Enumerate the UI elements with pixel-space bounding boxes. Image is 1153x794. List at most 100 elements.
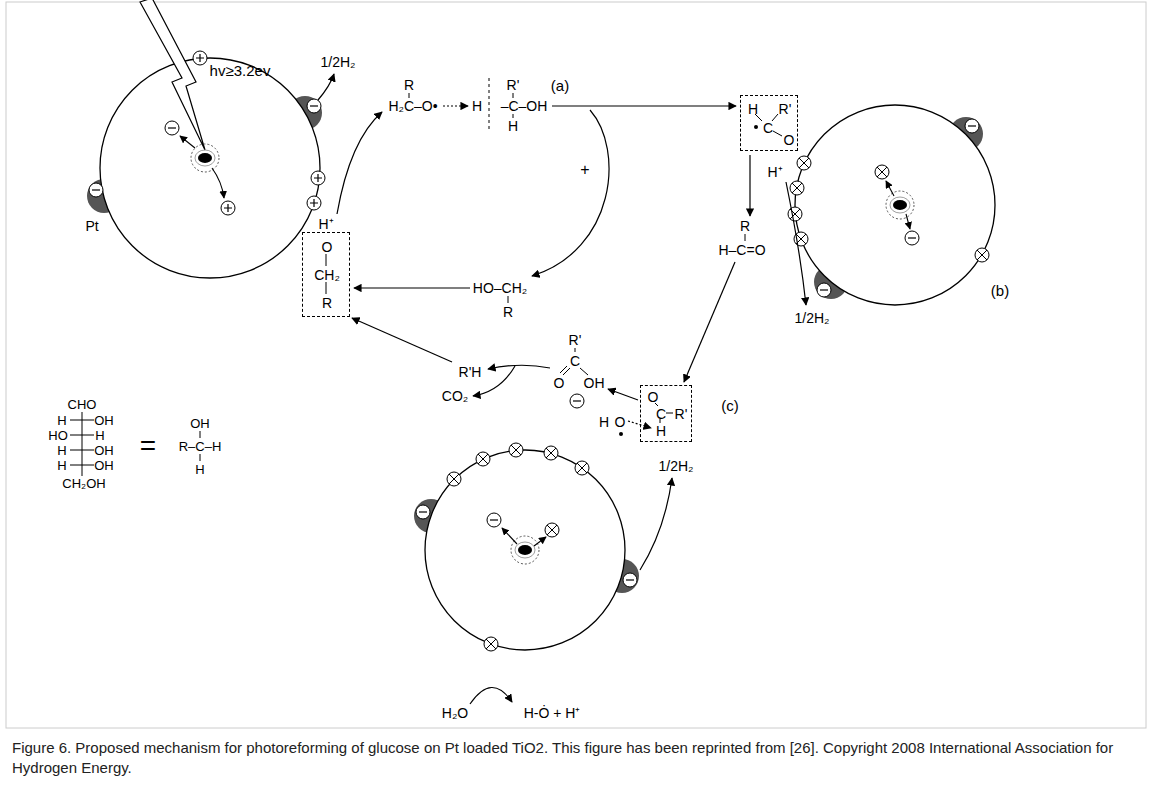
- hole-symbol: [447, 472, 461, 486]
- diagram-label: H₂O: [442, 706, 468, 720]
- diagram-label: H: [57, 414, 66, 427]
- diagram-label: C: [570, 354, 580, 368]
- diagram-label: R': [569, 333, 582, 347]
- reaction-arrow: [552, 105, 736, 106]
- diagram-label: 1/2H₂: [794, 311, 829, 325]
- dashed-reaction-site: H R' CO: [740, 95, 798, 151]
- diagram-label: OH: [584, 376, 605, 390]
- bond-line: [70, 93, 782, 476]
- hole-symbol: [311, 171, 325, 185]
- diagram-label: H-Ȯ + H⁺: [524, 706, 581, 720]
- bond-line: [70, 412, 94, 476]
- electron-hole-pair: [511, 536, 539, 564]
- diagram-label: HO–CH₂: [473, 281, 527, 295]
- diagram-label: hv≥3.2ev: [210, 63, 271, 78]
- diagram-label: R: [503, 305, 513, 319]
- formula-text: R': [779, 102, 792, 116]
- reaction-arrow: [318, 74, 806, 704]
- diagram-label: H: [195, 463, 204, 476]
- diagram-label: H: [57, 444, 66, 457]
- reaction-arrow: [354, 287, 470, 288]
- diagram-label: H: [508, 119, 518, 133]
- reaction-arrow: [786, 182, 806, 305]
- light-bolt: [140, 0, 205, 150]
- diagram-label: CHO: [68, 398, 97, 411]
- reaction-arrow: [749, 155, 750, 216]
- electron-symbol: [89, 183, 103, 197]
- hole-symbol: [545, 523, 559, 537]
- diagram-label: HO: [48, 429, 68, 442]
- hole-symbol: [476, 452, 490, 466]
- diagram-label: H: [599, 415, 609, 429]
- diagram-label: (c): [721, 398, 739, 413]
- diagram-label: H: [95, 429, 104, 442]
- formula-text: O: [784, 133, 795, 147]
- reaction-arrow: [443, 105, 468, 106]
- hole-symbol: [575, 461, 589, 475]
- electron-symbol: [307, 99, 321, 113]
- dashed-reaction-site: OCR'H: [640, 385, 692, 442]
- diagram-label: CO₂: [442, 389, 468, 403]
- hole-symbol: [193, 51, 207, 65]
- diagram-label: O: [554, 376, 565, 390]
- diagram-label: 1/2H₂: [658, 459, 693, 473]
- dashed-reaction-site: OCH₂R: [302, 232, 350, 317]
- diagram-label: R: [740, 219, 750, 233]
- reaction-arrow: [532, 110, 609, 276]
- hole-symbol: [790, 181, 804, 195]
- diagram-label: (b): [991, 283, 1009, 298]
- bond-line: [560, 348, 588, 375]
- electron-symbol: [623, 573, 637, 587]
- reaction-arrow: [337, 112, 382, 214]
- diagram-label: R–C–H: [179, 440, 222, 453]
- hole-symbol: [307, 196, 321, 210]
- electron-symbol: [416, 505, 430, 519]
- diagram-label: H: [57, 459, 66, 472]
- charge-arrow: [502, 528, 517, 544]
- diagram-label: H: [472, 99, 482, 113]
- tio2-particle: [100, 58, 320, 278]
- formula-text: CH₂: [314, 268, 340, 282]
- radical-dot: [754, 125, 758, 129]
- charge-arrow: [906, 214, 910, 229]
- diagram-label: R'H: [459, 365, 482, 379]
- diagram-label: –C–OH: [501, 99, 548, 113]
- hole-symbol: [544, 446, 558, 460]
- hole-symbol: [509, 443, 523, 457]
- figure-caption: Figure 6. Proposed mechanism for photore…: [12, 738, 1137, 779]
- formula-text: C: [763, 121, 773, 135]
- bond-line: [326, 93, 745, 303]
- charge-arrow: [180, 136, 910, 546]
- formula-text: H: [748, 102, 758, 116]
- diagram-label: OH: [94, 414, 114, 427]
- hole-symbol: [484, 637, 498, 651]
- electron-hole-pair: [191, 144, 219, 172]
- electron-symbol: [817, 283, 831, 297]
- radical-dot: [619, 432, 623, 436]
- reaction-arrow: [488, 365, 550, 369]
- diagram-label: R: [404, 78, 414, 92]
- diagram-label: Pt: [85, 219, 98, 233]
- formula-text: R': [675, 407, 688, 421]
- diagram-label: =: [140, 432, 156, 460]
- charge-arrow: [886, 181, 894, 196]
- hole-symbol: [788, 207, 802, 221]
- formula-text: H: [656, 424, 666, 438]
- formula-text: O: [322, 240, 333, 254]
- hole-symbol: [875, 165, 889, 179]
- bond-line: [655, 114, 782, 423]
- diagram-label: O: [615, 415, 626, 429]
- formula-text: C: [656, 407, 666, 421]
- diagram-label: CH₂OH: [62, 477, 105, 490]
- diagram-label: R': [507, 78, 520, 92]
- reaction-arrow: [608, 389, 638, 400]
- reaction-arrow: [470, 687, 512, 704]
- diagram-label: (a): [551, 78, 569, 93]
- dashed-cleavage-line: [489, 78, 490, 132]
- diagram-label: +: [580, 162, 589, 178]
- diagram-label: H⁺: [767, 165, 782, 179]
- diagram-label: 1/2H₂: [320, 55, 355, 69]
- hole-symbol: [975, 248, 989, 262]
